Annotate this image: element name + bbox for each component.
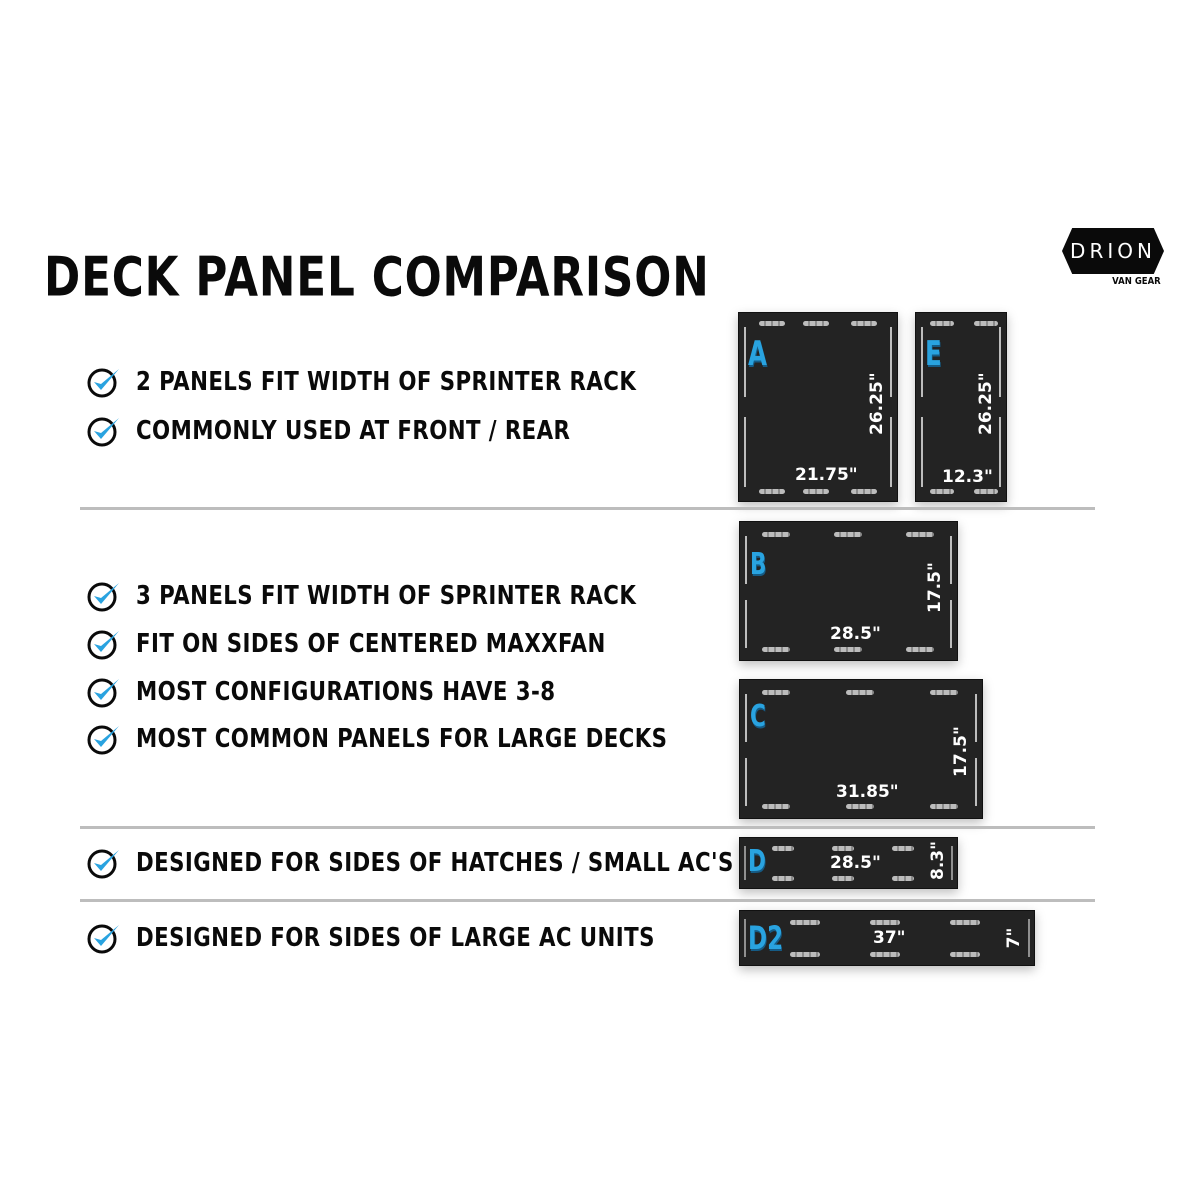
bullet-item: MOST CONFIGURATIONS HAVE 3-8 [86, 674, 648, 710]
section-divider [80, 899, 1095, 902]
bullet-item: FIT ON SIDES OF CENTERED MAXXFAN [86, 626, 709, 662]
bullet-item: COMMONLY USED AT FRONT / REAR [86, 413, 666, 449]
check-circle-icon [86, 578, 122, 614]
panel-label: B [750, 547, 767, 582]
panel-d2: D2 37" 7" [739, 910, 1035, 966]
check-circle-icon [86, 364, 122, 400]
panel-label: C [750, 699, 766, 734]
bullet-item: MOST COMMON PANELS FOR LARGE DECKS [86, 721, 784, 757]
bullet-item: 2 PANELS FIT WIDTH OF SPRINTER RACK [86, 364, 746, 400]
brand-logo: DRION VAN GEAR [1062, 228, 1166, 296]
panel-label: D [748, 844, 766, 879]
panel-height: 26.25" [976, 372, 996, 435]
panel-width: 12.3" [942, 467, 993, 487]
check-circle-icon [86, 413, 122, 449]
panel-width: 28.5" [830, 624, 881, 644]
panel-d: D 28.5" 8.3" [739, 837, 958, 889]
logo-subtitle: VAN GEAR [1112, 276, 1161, 287]
section-divider [80, 826, 1095, 829]
check-circle-icon [86, 626, 122, 662]
bullet-item: DESIGNED FOR SIDES OF HATCHES / SMALL AC… [86, 845, 865, 881]
bullet-text: DESIGNED FOR SIDES OF LARGE AC UNITS [136, 923, 655, 953]
check-circle-icon [86, 721, 122, 757]
panel-e: E 12.3" 26.25" [915, 312, 1007, 502]
panel-width: 37" [873, 928, 906, 948]
bullet-text: DESIGNED FOR SIDES OF HATCHES / SMALL AC… [136, 848, 734, 878]
logo-name: DRION [1070, 239, 1156, 263]
bullet-text: MOST CONFIGURATIONS HAVE 3-8 [136, 677, 556, 707]
panel-c: C 31.85" 17.5" [739, 679, 983, 819]
bullet-text: MOST COMMON PANELS FOR LARGE DECKS [136, 724, 668, 754]
panel-height: 7" [1004, 927, 1024, 949]
panel-width: 28.5" [830, 853, 881, 873]
logo-hexagon [1062, 228, 1164, 274]
check-circle-icon [86, 920, 122, 956]
panel-label: A [748, 334, 767, 374]
panel-width: 21.75" [795, 465, 858, 485]
check-circle-icon [86, 845, 122, 881]
panel-label: E [925, 334, 942, 374]
panel-label: D2 [748, 919, 784, 957]
panel-height: 17.5" [951, 726, 971, 777]
bullet-item: 3 PANELS FIT WIDTH OF SPRINTER RACK [86, 578, 746, 614]
panel-height: 26.25" [867, 372, 887, 435]
panel-width: 31.85" [836, 782, 899, 802]
bullet-text: 2 PANELS FIT WIDTH OF SPRINTER RACK [136, 367, 637, 397]
panel-b: B 28.5" 17.5" [739, 521, 958, 661]
check-circle-icon [86, 674, 122, 710]
section-divider [80, 507, 1095, 510]
panel-height: 8.3" [928, 841, 948, 880]
panel-a: A 21.75" 26.25" [738, 312, 898, 502]
bullet-text: COMMONLY USED AT FRONT / REAR [136, 416, 571, 446]
panel-height: 17.5" [925, 562, 945, 613]
bullet-text: FIT ON SIDES OF CENTERED MAXXFAN [136, 629, 606, 659]
page-title: DECK PANEL COMPARISON [44, 246, 710, 309]
bullet-item: DESIGNED FOR SIDES OF LARGE AC UNITS [86, 920, 769, 956]
bullet-text: 3 PANELS FIT WIDTH OF SPRINTER RACK [136, 581, 637, 611]
